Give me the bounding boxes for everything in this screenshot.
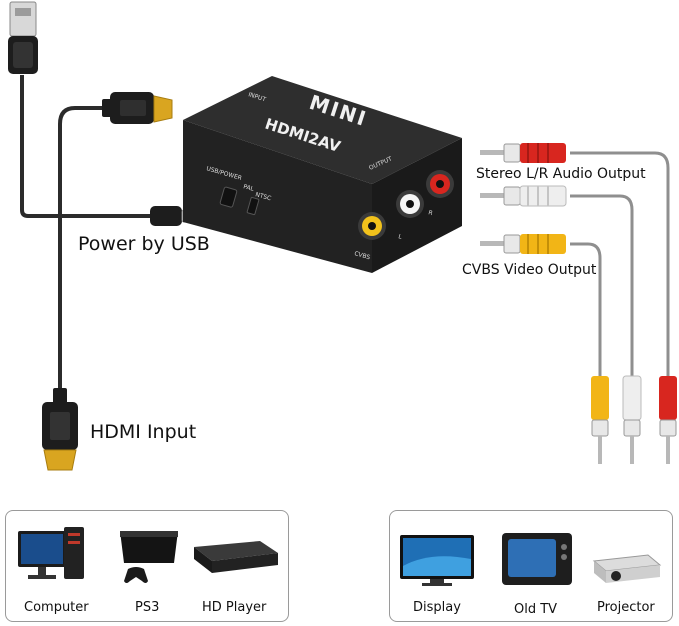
rca-plug-red-vertical-icon (659, 376, 677, 464)
converter-box: MINI HDMI2AV INPUT OUTPUT USB/POWER PAL … (183, 76, 462, 273)
display-label-projector: Projector (597, 600, 655, 615)
rca-jack-yellow (358, 212, 386, 240)
pal-label: PAL (242, 183, 255, 193)
rca-plug-yellow-vertical-icon (591, 376, 609, 464)
source-devices-panel: Computer PS3 HD Player (5, 510, 289, 622)
left-channel-label: L (397, 233, 403, 241)
old-tv-icon (502, 533, 572, 585)
rca-red-cable (570, 151, 670, 378)
hdmi-input-label: HDMI Input (90, 421, 197, 443)
rca-plug-yellow-icon (480, 234, 566, 254)
video-output-label: CVBS Video Output (462, 262, 597, 278)
hd-player-icon (194, 541, 278, 573)
display-icon (400, 535, 474, 586)
source-label-ps3: PS3 (135, 600, 160, 615)
ntsc-label: NTSC (254, 191, 271, 202)
display-devices-panel: Display Old TV Projector (389, 510, 673, 622)
rca-jack-white (396, 190, 424, 218)
rca-white-cable (570, 194, 634, 378)
rca-yellow-cable (570, 242, 602, 378)
hdmi-connector-bottom-icon (42, 388, 78, 471)
computer-icon (18, 527, 84, 579)
rca-plug-white-icon (480, 185, 567, 207)
hdmi-cable (58, 106, 105, 392)
right-channel-label: R (427, 209, 433, 217)
hdmi-connector-top-icon (102, 92, 173, 124)
rca-jack-red (426, 170, 454, 198)
rca-plug-red-icon (480, 143, 566, 163)
display-label-display: Display (413, 600, 461, 615)
rca-plug-white-vertical-icon (622, 375, 642, 464)
projector-icon (592, 554, 662, 583)
usb-cable (20, 75, 150, 218)
source-label-hd-player: HD Player (202, 600, 267, 615)
display-label-old-tv: Old TV (514, 602, 558, 617)
usb-a-connector-icon (8, 1, 38, 74)
audio-output-label: Stereo L/R Audio Output (476, 166, 646, 182)
ps3-console-icon (120, 531, 178, 583)
source-label-computer: Computer (24, 600, 89, 615)
power-label: Power by USB (78, 233, 210, 255)
cvbs-label: CVBS (353, 250, 371, 261)
